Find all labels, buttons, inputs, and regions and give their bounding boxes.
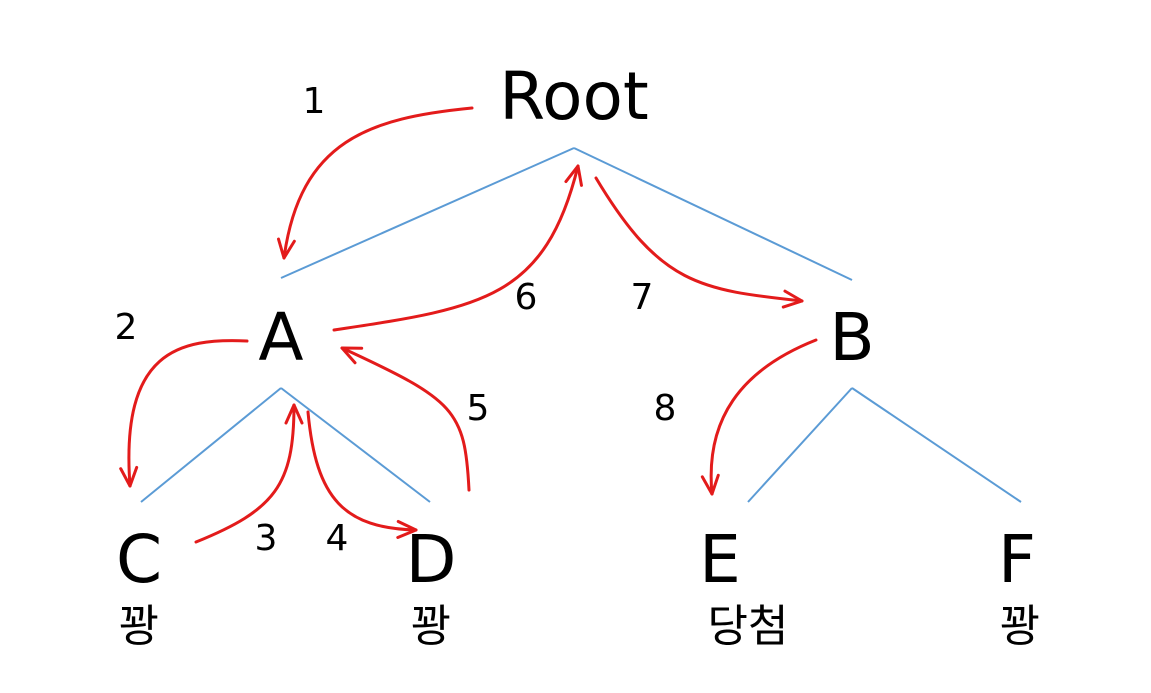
step-label-4: 4 — [325, 518, 349, 559]
edge-a-d — [280, 387, 431, 503]
traversal-arrow-8 — [700, 338, 818, 496]
node-d-sublabel: 꽝 — [410, 601, 452, 652]
edge-a-c — [140, 387, 282, 503]
step-label-2: 2 — [114, 307, 138, 348]
step-label-7: 7 — [630, 277, 654, 318]
traversal-arrow-2 — [119, 339, 249, 488]
traversal-arrow-1 — [277, 106, 474, 260]
step-label-6: 6 — [514, 277, 538, 318]
node-c-sublabel: 꽝 — [118, 601, 160, 652]
edge-root-b — [573, 147, 853, 281]
tree-edges — [140, 147, 1022, 503]
step-label-8: 8 — [653, 388, 677, 429]
edge-b-e — [747, 387, 853, 503]
node-root-label: Root — [499, 58, 649, 135]
traversal-arrows — [119, 106, 818, 544]
traversal-arrow-3 — [194, 403, 304, 544]
traversal-arrow-4 — [306, 410, 418, 539]
step-label-5: 5 — [466, 388, 490, 429]
node-b-label: B — [829, 299, 875, 376]
node-f-sublabel: 꽝 — [999, 601, 1041, 652]
step-label-3: 3 — [254, 518, 278, 559]
traversal-arrow-6 — [332, 164, 583, 332]
node-e-sublabel: 당첨 — [707, 601, 789, 652]
edge-root-a — [280, 147, 575, 279]
node-d-label: D — [405, 521, 457, 598]
traversal-arrow-7 — [594, 176, 804, 309]
node-c-label: C — [115, 521, 163, 598]
edge-b-f — [851, 387, 1022, 503]
node-f-label: F — [998, 521, 1036, 598]
traversal-arrow-5 — [340, 346, 471, 492]
step-label-1: 1 — [302, 81, 326, 122]
node-e-label: E — [699, 521, 741, 598]
node-a-label: A — [258, 299, 304, 376]
